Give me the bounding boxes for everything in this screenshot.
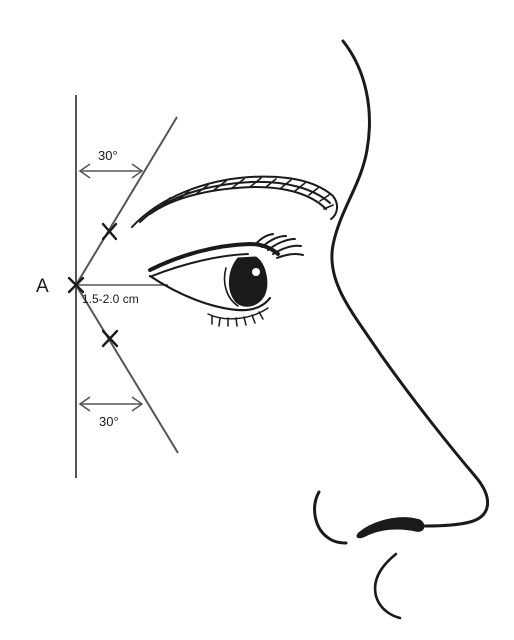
lower-injection-mark xyxy=(103,331,117,346)
distance-label: 1.5-2.0 cm xyxy=(82,292,139,306)
face-profile-outline xyxy=(332,41,488,526)
upper-lip-line xyxy=(375,554,400,618)
eyebrow xyxy=(132,177,337,227)
upper-angle-line xyxy=(76,117,177,285)
lower-angle-arrow xyxy=(80,397,142,411)
lower-angle-label: 30° xyxy=(99,414,119,429)
nostril xyxy=(357,518,423,537)
upper-injection-mark xyxy=(103,224,116,239)
pupil-highlight xyxy=(252,268,260,276)
eye xyxy=(150,234,303,326)
point-a-label: A xyxy=(36,276,49,297)
lower-angle-line xyxy=(76,285,178,453)
upper-angle-label: 30° xyxy=(98,148,118,163)
nasal-ala xyxy=(315,492,346,543)
iris xyxy=(229,257,266,306)
upper-angle-arrow xyxy=(80,164,142,178)
